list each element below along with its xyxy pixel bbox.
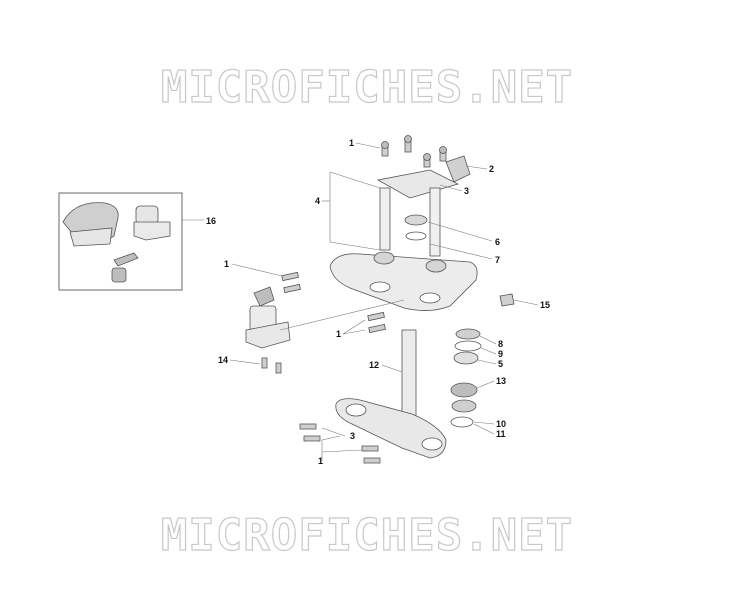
callout-10: 10 [496, 419, 506, 429]
callout-1: 1 [336, 329, 341, 339]
left-riser [379, 187, 391, 251]
spacer-part-6 [404, 214, 428, 226]
callout-4: 4 [315, 196, 320, 206]
callout-16: 16 [206, 216, 216, 226]
top-bolts [381, 135, 447, 168]
callout-14: 14 [218, 355, 228, 365]
watermark-bottom: MICROFICHES.NET [160, 509, 574, 561]
watermark-top: MICROFICHES.NET [160, 61, 574, 113]
screw-part-14b [275, 362, 282, 374]
clamp-cap-part [445, 155, 471, 183]
callout-11: 11 [496, 429, 506, 439]
upper-triple-clamp [329, 253, 478, 311]
callout-7: 7 [495, 255, 500, 265]
lower-bolts [299, 423, 381, 464]
callout-6: 6 [495, 237, 500, 247]
lock-cylinder-part [111, 267, 127, 283]
callout-13: 13 [496, 376, 506, 386]
callout-12: 12 [369, 360, 379, 370]
callout-15: 15 [540, 300, 550, 310]
screw-part-14a [261, 357, 268, 369]
callout-labels: 1 2 3 4 16 6 7 1 15 1 8 9 5 14 12 13 10 … [206, 138, 550, 466]
mid-left-bolts [281, 271, 386, 334]
callout-8: 8 [498, 339, 503, 349]
steering-stem [401, 329, 417, 423]
ring-part-7 [405, 231, 427, 241]
callout-9: 9 [498, 349, 503, 359]
ignition-lock-part [245, 286, 291, 349]
callout-1: 1 [349, 138, 354, 148]
lock-body-part [135, 205, 159, 225]
cap-part-15 [499, 293, 515, 307]
key-part [113, 252, 139, 267]
right-riser [429, 187, 441, 257]
callout-5: 5 [498, 359, 503, 369]
bearing-stack [450, 328, 482, 428]
callout-3: 3 [350, 431, 355, 441]
top-clamp-plate [376, 169, 460, 199]
callout-1: 1 [318, 456, 323, 466]
inset-fuel-cap-group [58, 192, 183, 291]
callout-2: 2 [489, 164, 494, 174]
callout-1: 1 [224, 259, 229, 269]
leader-lines [182, 142, 539, 461]
callout-3: 3 [464, 186, 469, 196]
